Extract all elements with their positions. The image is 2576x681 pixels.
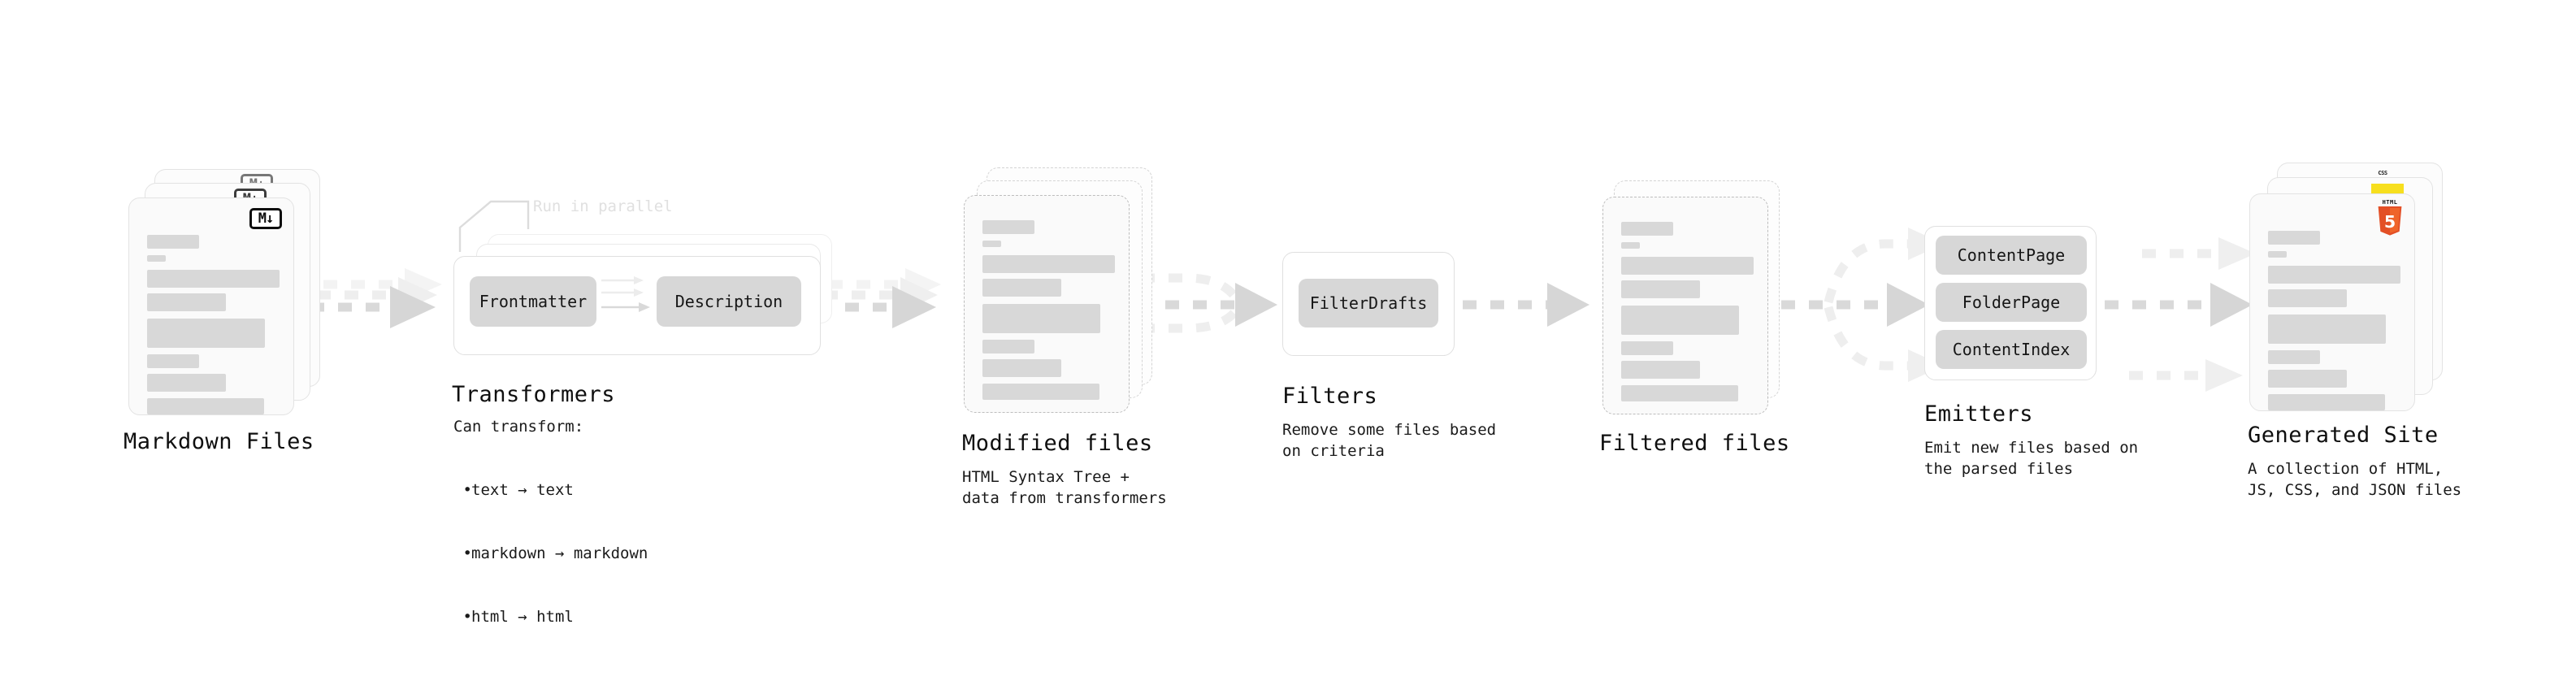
markdown-logo-icon: M↓	[249, 208, 282, 229]
transformer-pill-frontmatter[interactable]: Frontmatter	[470, 276, 596, 327]
arrow-emitters-to-site	[2105, 237, 2256, 392]
html5-digit: 5	[2384, 212, 2396, 232]
stage-title-filtered-files: Filtered files	[1599, 431, 1790, 456]
filters-subtitle: Remove some files based on criteria	[1282, 421, 1497, 460]
stage-title-modified-files: Modified files	[962, 431, 1153, 456]
stage-title-emitters: Emitters	[1924, 401, 2034, 427]
transformer-pill-description[interactable]: Description	[657, 276, 801, 327]
emitter-pill-folderpage[interactable]: FolderPage	[1936, 283, 2087, 322]
site-card-front	[2249, 193, 2415, 411]
arrow-modified-to-filters	[1138, 273, 1277, 333]
run-in-parallel-bracket	[458, 200, 530, 252]
stage-title-generated-site: Generated Site	[2248, 423, 2439, 448]
arrow-filtered-to-emitters	[1781, 228, 1944, 382]
emitter-pill-contentindex[interactable]: ContentIndex	[1936, 330, 2087, 369]
filter-pill-filterdrafts[interactable]: FilterDrafts	[1299, 279, 1438, 327]
transformers-subtitle: Can transform:	[453, 418, 584, 436]
stage-title-markdown-files: Markdown Files	[124, 429, 314, 454]
stage-title-filters: Filters	[1282, 384, 1378, 409]
modified-card-front	[964, 195, 1130, 413]
arrow-transformers-to-modified	[817, 268, 941, 328]
list-item: •markdown → markdown	[453, 544, 648, 562]
list-item: •html → html	[453, 608, 574, 626]
emitter-pill-contentpage[interactable]: ContentPage	[1936, 236, 2087, 275]
generated-site-subtitle: A collection of HTML, JS, CSS, and JSON …	[2248, 460, 2462, 499]
arrow-filters-to-filtered	[1463, 283, 1589, 327]
transformer-inner-arrows	[601, 276, 650, 312]
modified-files-subtitle: HTML Syntax Tree + data from transformer…	[962, 468, 1167, 507]
emitters-subtitle: Emit new files based on the parsed files	[1924, 439, 2139, 478]
run-in-parallel-label: Run in parallel	[533, 197, 673, 215]
stage-title-transformers: Transformers	[452, 382, 616, 407]
filtered-card-front	[1602, 197, 1768, 414]
html5-logo-icon: HTML 5	[2373, 199, 2407, 236]
markdown-card-front: M↓	[128, 197, 294, 415]
list-item: •text → text	[453, 481, 574, 499]
arrow-markdown-to-transformers	[310, 268, 442, 328]
transformers-bullet-list: •text → text •markdown → markdown •html …	[453, 437, 648, 670]
